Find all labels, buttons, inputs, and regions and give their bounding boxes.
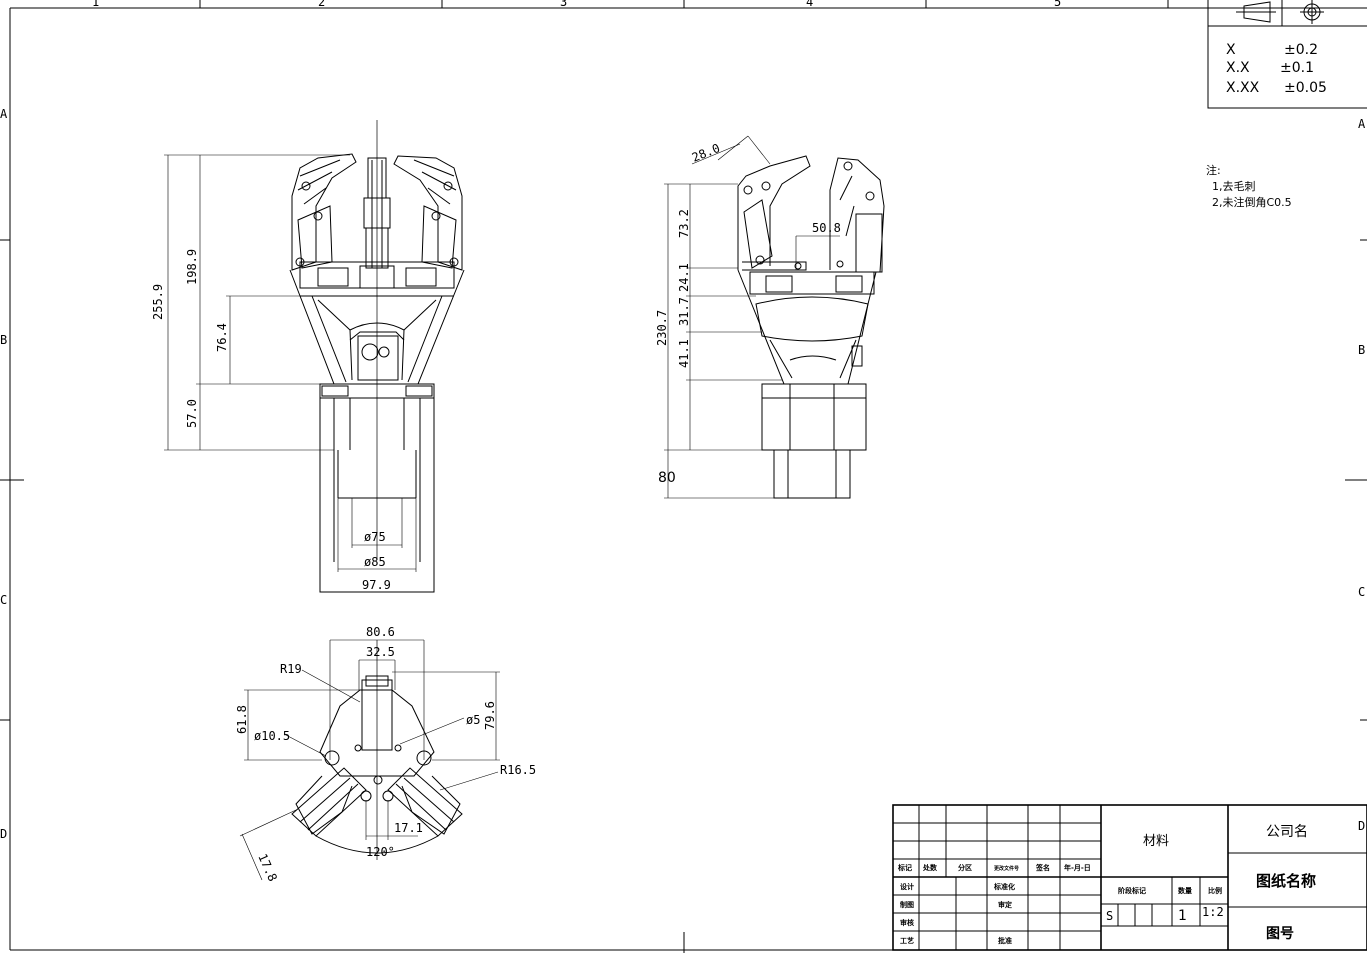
dim-dia-inner: ø75 — [364, 530, 386, 544]
tb-scale: 1:2 — [1202, 905, 1224, 919]
zone-top-4: 4 — [806, 0, 813, 9]
dim-side-h2: 24.1 — [677, 263, 691, 292]
dim-top-radius-large: R16.5 — [500, 763, 536, 777]
tb-header-date: 年-月-日 — [1064, 863, 1091, 872]
tb-quantity: 1 — [1178, 908, 1187, 924]
top-view: 80.6 32.5 R19 ø10.5 61.8 79.6 ø5 R16.5 1 — [235, 625, 536, 884]
zone-top-2: 2 — [318, 0, 325, 9]
dim-top-width-outer: 80.6 — [366, 625, 395, 639]
dim-dia-outer: ø85 — [364, 555, 386, 569]
tb-role-draw: 制图 — [900, 900, 914, 909]
tb-role-design: 设计 — [900, 882, 914, 891]
projection-circle-icon — [1300, 0, 1324, 24]
tb-mid-ratify: 批准 — [998, 936, 1012, 945]
tb-role-process: 工艺 — [900, 936, 914, 945]
dim-top-dia-small: ø5 — [466, 713, 480, 727]
dim-side-bottom: 80 — [658, 470, 676, 486]
zone-left-d: D — [0, 827, 7, 841]
dim-top-width-inner: 32.5 — [366, 645, 395, 659]
zone-right-d: D — [1358, 819, 1365, 833]
note-1: 1,去毛刺 — [1212, 180, 1256, 193]
dim-side-h3: 31.7 — [677, 297, 691, 326]
gripper-fingers-side — [737, 155, 885, 295]
dim-side-offset: 50.8 — [812, 221, 841, 235]
tb-header-change: 更改文件号 — [994, 865, 1019, 872]
dim-base-height: 57.0 — [185, 399, 199, 428]
tol-value-3: ±0.05 — [1284, 80, 1327, 96]
tb-header-count: 处数 — [922, 863, 938, 872]
dim-top-height-left: 61.8 — [235, 705, 249, 734]
zone-top-5: 5 — [1054, 0, 1061, 9]
zone-right-a: A — [1358, 117, 1366, 131]
gripper-top — [291, 640, 463, 860]
zone-top-1: 1 — [92, 0, 99, 9]
tb-mid-approve: 审定 — [998, 900, 1012, 909]
dim-upper-height: 198.9 — [185, 249, 199, 285]
zone-right-c: C — [1358, 585, 1365, 599]
tol-label-3: X.XX — [1226, 80, 1260, 96]
dim-top-slant: 17.8 — [255, 852, 280, 884]
tb-company: 公司名 — [1266, 824, 1308, 840]
dim-width: 97.9 — [362, 578, 391, 592]
front-view: 255.9 198.9 76.4 57.0 ø75 ø85 97.9 — [151, 120, 465, 593]
top-dimensions: 80.6 32.5 R19 ø10.5 61.8 79.6 ø5 R16.5 1 — [235, 625, 536, 884]
tb-drawing-name: 图纸名称 — [1256, 872, 1316, 890]
dim-top-height-right: 79.6 — [483, 701, 497, 730]
dim-side-total: 230.7 — [655, 310, 669, 346]
tb-material: 材料 — [1143, 834, 1169, 849]
gripper-body-side — [737, 269, 877, 385]
zone-labels: 1 2 3 4 5 A B C D A B C D — [0, 0, 1366, 841]
tb-stage-header: 阶段标记 — [1118, 886, 1146, 895]
dim-top-radius-small: R19 — [280, 662, 302, 676]
notes-heading: 注: — [1206, 163, 1221, 177]
tol-label-2: X.X — [1226, 60, 1250, 76]
side-view: 230.7 73.2 24.1 31.7 41.1 80 50.8 28.0 — [655, 135, 885, 499]
tolerance-box: X ±0.2 X.X ±0.1 X.XX ±0.05 — [1207, 0, 1367, 109]
tb-header-zone: 分区 — [958, 863, 972, 872]
dim-side-finger-tip: 28.0 — [690, 141, 722, 165]
tb-mid-standard: 标准化 — [993, 882, 1015, 891]
zone-top-3: 3 — [560, 0, 567, 9]
projection-cone-icon — [1236, 1, 1276, 23]
tb-scale-header: 比例 — [1208, 886, 1222, 895]
zone-right-b: B — [1358, 343, 1365, 357]
dim-side-h4: 41.1 — [677, 339, 691, 368]
tb-stage-value: S — [1106, 909, 1113, 923]
zone-left-b: B — [0, 333, 7, 347]
base-cylinder-side — [761, 383, 867, 499]
tol-label-1: X — [1226, 42, 1236, 58]
dim-top-dia-hole: ø10.5 — [254, 729, 290, 743]
dim-middle-height: 76.4 — [215, 323, 229, 352]
dim-top-gap: 17.1 — [394, 821, 423, 835]
dim-top-angle: 120° — [366, 845, 395, 859]
tb-role-review: 审核 — [900, 918, 914, 927]
front-dimensions: 255.9 198.9 76.4 57.0 ø75 ø85 97.9 — [151, 154, 434, 593]
notes: 注: 1,去毛刺 2,未注倒角C0.5 — [1206, 163, 1292, 209]
tb-drawing-number: 图号 — [1266, 926, 1294, 942]
gripper-fingers-front — [291, 153, 463, 297]
dim-overall-height: 255.9 — [151, 284, 165, 320]
tb-header-sign: 签名 — [1035, 863, 1050, 872]
title-block: 标记 处数 分区 更改文件号 签名 年-月-日 设计 制图 审核 工艺 标准化 … — [892, 804, 1367, 951]
side-dimensions: 230.7 73.2 24.1 31.7 41.1 80 50.8 28.0 — [655, 135, 841, 499]
tol-value-1: ±0.2 — [1284, 42, 1318, 58]
tb-qty-header: 数量 — [1178, 886, 1192, 895]
tb-header-mark: 标记 — [897, 863, 912, 872]
tol-value-2: ±0.1 — [1280, 60, 1314, 76]
dim-side-h1: 73.2 — [677, 209, 691, 238]
note-2: 2,未注倒角C0.5 — [1212, 195, 1292, 209]
zone-left-a: A — [0, 107, 8, 121]
zone-left-c: C — [0, 593, 7, 607]
